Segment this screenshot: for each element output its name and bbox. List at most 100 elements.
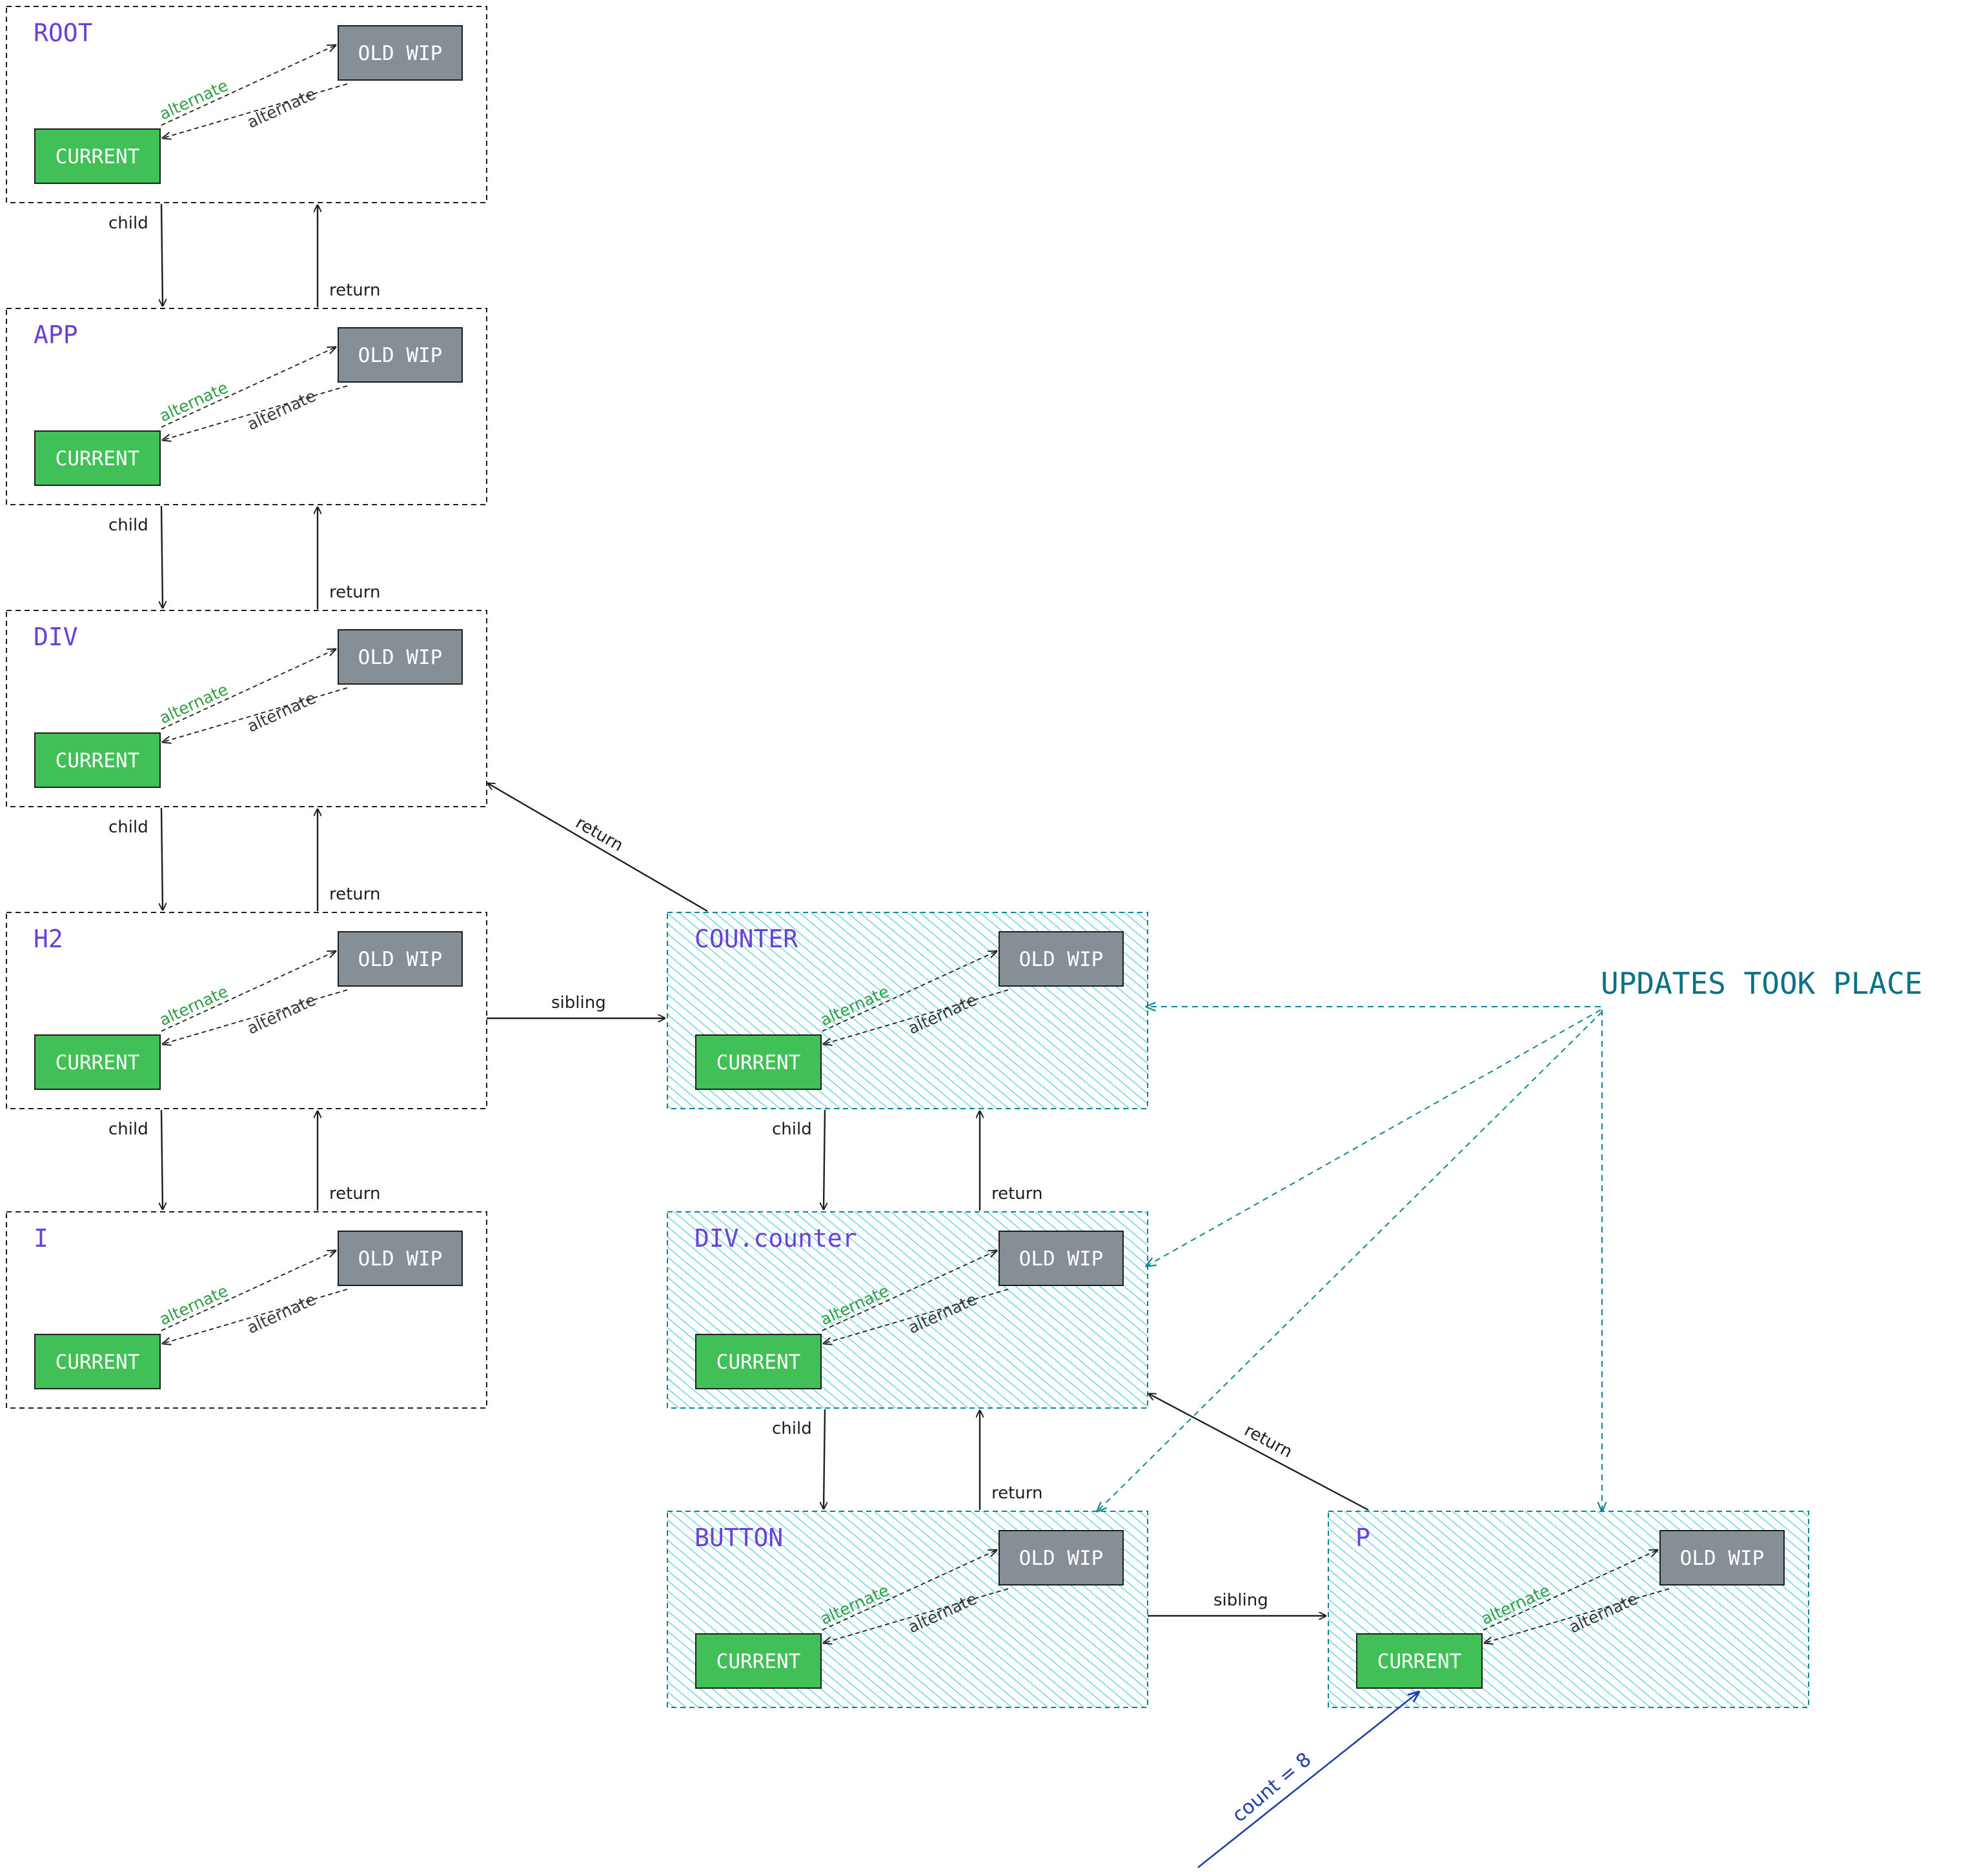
alternate-label: alternate xyxy=(244,689,318,736)
old-wip-fiber-box xyxy=(338,25,463,81)
tree-edges: childreturnchildreturnchildreturnchildre… xyxy=(108,203,1369,1616)
return-label: return xyxy=(329,281,381,300)
updates-annotation: UPDATES TOOK PLACE xyxy=(1097,966,1923,1511)
node-title: BUTTON xyxy=(695,1524,783,1552)
old-wip-fiber-label: OLD WIP xyxy=(1019,1547,1104,1570)
return-label: return xyxy=(573,813,627,856)
updates-title: UPDATES TOOK PLACE xyxy=(1601,966,1923,1001)
current-fiber-label: CURRENT xyxy=(56,1351,140,1374)
current-fiber-label: CURRENT xyxy=(716,1650,801,1673)
return-label: return xyxy=(991,1184,1043,1203)
child-edge-app xyxy=(161,505,163,608)
alternate-arrow-to-wip xyxy=(822,951,997,1032)
old-wip-fiber-box xyxy=(338,629,463,685)
old-wip-fiber-box xyxy=(999,1231,1124,1286)
node-title: COUNTER xyxy=(695,925,798,953)
alternate-arrow-to-current xyxy=(163,385,348,440)
current-fiber-box xyxy=(34,128,161,184)
child-edge-h2 xyxy=(161,1109,163,1209)
current-fiber-label: CURRENT xyxy=(716,1051,801,1074)
old-wip-fiber-box xyxy=(338,1231,463,1286)
update-line-divcounter xyxy=(1146,1009,1601,1266)
alternate-arrow-to-current xyxy=(824,1588,1009,1643)
child-edge-div xyxy=(161,807,163,910)
node-frame xyxy=(6,1211,487,1409)
node-frame xyxy=(6,912,487,1109)
old-wip-fiber-label: OLD WIP xyxy=(358,42,443,65)
alternate-label: alternate xyxy=(156,1282,230,1329)
count-annotation: count = 8 xyxy=(1197,1692,1419,1869)
old-wip-fiber-box xyxy=(338,931,463,987)
alternate-label: alternate xyxy=(156,76,230,124)
alternate-arrow-to-wip xyxy=(822,1251,997,1331)
count-arrow xyxy=(1197,1692,1419,1869)
current-fiber-label: CURRENT xyxy=(56,749,140,772)
sibling-label: sibling xyxy=(1213,1591,1268,1610)
alternate-arrow-to-current xyxy=(824,989,1009,1044)
alternate-arrow-to-current xyxy=(163,989,348,1044)
return-label: return xyxy=(1241,1421,1295,1462)
old-wip-fiber-box xyxy=(999,931,1124,987)
node-frame xyxy=(6,6,487,203)
old-wip-fiber-label: OLD WIP xyxy=(1680,1547,1765,1570)
current-fiber-box xyxy=(34,430,161,486)
alternate-label: alternate xyxy=(244,85,318,132)
current-fiber-box xyxy=(34,732,161,788)
alternate-arrow-to-current xyxy=(824,1289,1009,1344)
return-edge-counter-div xyxy=(488,783,708,912)
old-wip-fiber-label: OLD WIP xyxy=(1019,1247,1104,1271)
child-edge-counter xyxy=(824,1109,825,1209)
current-fiber-label: CURRENT xyxy=(1377,1650,1462,1673)
alternate-arrow-to-wip xyxy=(161,649,336,730)
alternate-label: alternate xyxy=(156,378,230,426)
return-label: return xyxy=(329,1184,381,1203)
old-wip-fiber-box xyxy=(999,1530,1124,1585)
current-fiber-box xyxy=(695,1334,822,1389)
current-fiber-box xyxy=(695,1034,822,1090)
current-fiber-box xyxy=(695,1633,822,1689)
child-label: child xyxy=(108,818,148,837)
current-fiber-box xyxy=(34,1334,161,1389)
alternate-arrow-to-current xyxy=(163,687,348,742)
child-label: child xyxy=(772,1419,812,1438)
alternate-arrow-to-current xyxy=(1485,1588,1670,1643)
old-wip-fiber-label: OLD WIP xyxy=(358,344,443,367)
current-fiber-label: CURRENT xyxy=(56,1051,140,1074)
old-wip-fiber-label: OLD WIP xyxy=(358,1247,443,1271)
current-fiber-box xyxy=(1356,1633,1483,1689)
sibling-label: sibling xyxy=(551,993,606,1012)
node-title: DIV.counter xyxy=(695,1224,857,1253)
alternate-arrow-to-wip xyxy=(1483,1550,1658,1631)
alternate-label: alternate xyxy=(156,982,230,1030)
node-title: I xyxy=(34,1224,48,1253)
alternate-label: alternate xyxy=(244,991,318,1038)
update-line-button xyxy=(1097,1011,1603,1511)
alternate-arrow-to-wip xyxy=(161,347,336,428)
return-label: return xyxy=(329,583,381,602)
node-title: P xyxy=(1355,1524,1370,1552)
current-fiber-label: CURRENT xyxy=(716,1351,801,1374)
alternate-arrow-to-wip xyxy=(161,1251,336,1331)
alternate-arrow-to-wip xyxy=(822,1550,997,1631)
child-edge-divcounter xyxy=(824,1409,825,1509)
current-fiber-label: CURRENT xyxy=(56,447,140,470)
return-label: return xyxy=(991,1484,1043,1503)
old-wip-fiber-label: OLD WIP xyxy=(358,646,443,669)
old-wip-fiber-box xyxy=(1659,1530,1785,1585)
node-frame xyxy=(6,610,487,807)
child-edge-root xyxy=(161,203,163,306)
return-edge-p-divcounter xyxy=(1149,1394,1369,1511)
node-title: ROOT xyxy=(34,19,93,47)
current-fiber-box xyxy=(34,1034,161,1090)
alternate-arrow-to-current xyxy=(163,1289,348,1344)
return-label: return xyxy=(329,885,381,904)
